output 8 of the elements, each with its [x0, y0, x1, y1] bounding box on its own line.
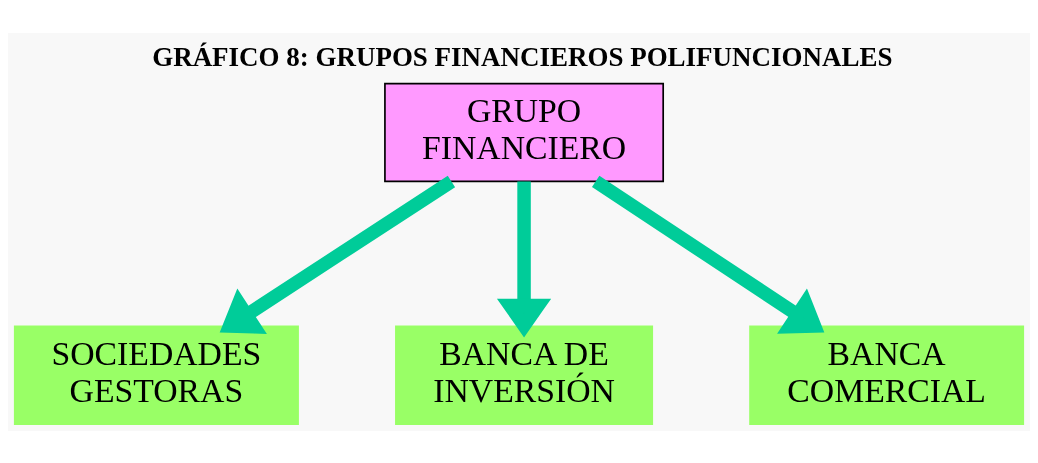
node-box: GRUPO FINANCIERO	[384, 82, 665, 182]
node-box: BANCA DE INVERSIÓN	[395, 325, 654, 425]
node-box: SOCIEDADES GESTORAS	[13, 325, 299, 425]
diagram-title: GRÁFICO 8: GRUPOS FINANCIEROS POLIFUNCIONALES	[152, 41, 893, 72]
arrow	[591, 175, 825, 334]
arrow	[219, 175, 456, 334]
arrow	[496, 181, 552, 337]
node-box: BANCA COMERCIAL	[749, 325, 1025, 425]
